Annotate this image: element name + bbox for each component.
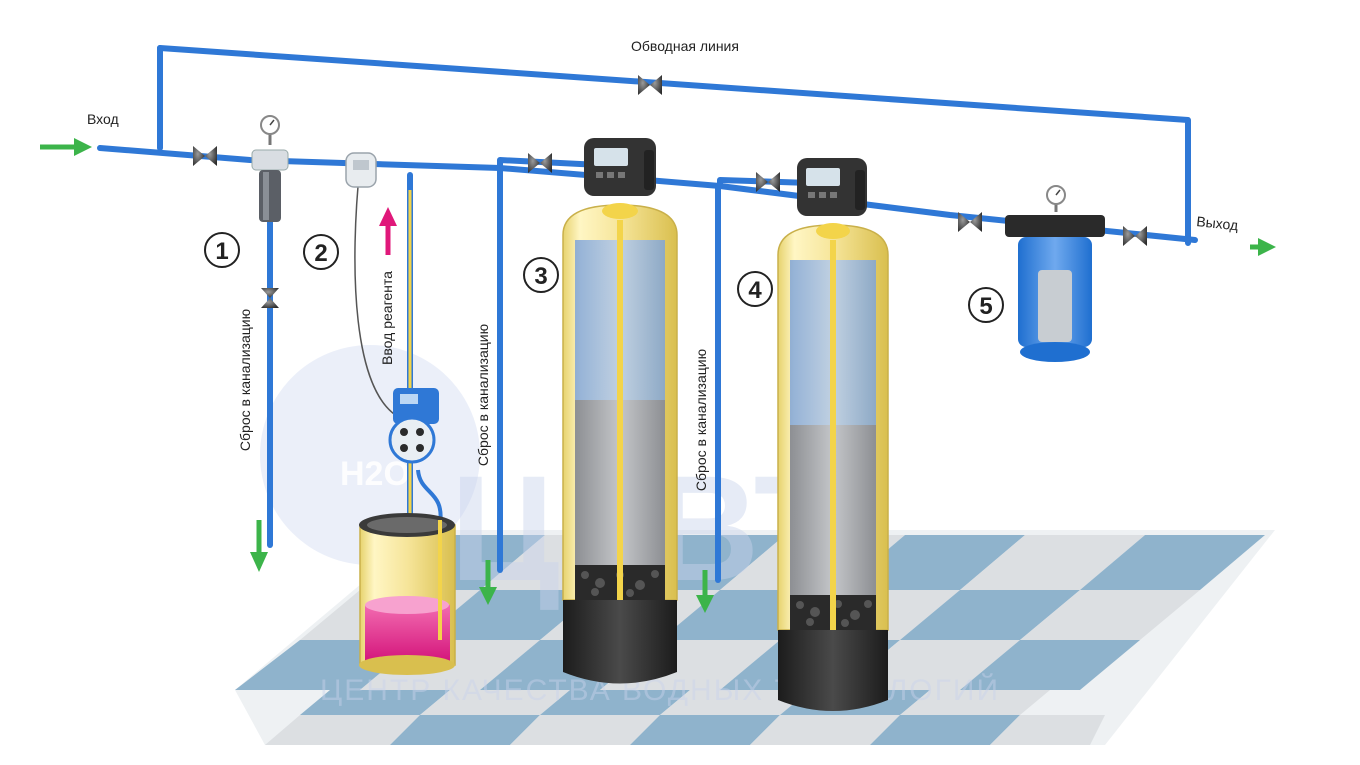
outlet-label: Выход bbox=[1196, 213, 1239, 233]
drain-arrow-1-icon bbox=[250, 520, 268, 572]
drain-arrow-3-icon bbox=[696, 570, 714, 613]
drain-label-3: Сброс в канализацию bbox=[693, 349, 709, 491]
reagent-input-label: Ввод реагента bbox=[379, 271, 395, 365]
svg-text:5: 5 bbox=[979, 293, 992, 320]
valve-tank-4 bbox=[756, 172, 780, 192]
valve-bypass bbox=[638, 75, 662, 95]
drain-label-2: Сброс в канализацию bbox=[475, 324, 491, 466]
watermark-h2o: H2O bbox=[340, 455, 410, 493]
badge-2: 2 bbox=[303, 234, 339, 270]
inlet-label: Вход bbox=[87, 111, 119, 127]
component-1-mechanical-filter bbox=[251, 115, 289, 222]
valve-tank-3 bbox=[528, 153, 552, 173]
badge-4: 4 bbox=[737, 271, 773, 307]
valve-drain-1 bbox=[261, 288, 279, 308]
reagent-liquid bbox=[365, 605, 450, 663]
drain-arrow-2-icon bbox=[479, 560, 497, 605]
component-3-filter-tank bbox=[562, 138, 678, 684]
watermark-tagline: ЦЕНТР КАЧЕСТВА ВОДНЫХ ТЕХНОЛОГИЙ bbox=[320, 673, 1000, 707]
component-2-dosing-station bbox=[345, 152, 456, 675]
badge-5: 5 bbox=[968, 287, 1004, 323]
valve-filter-in bbox=[958, 212, 982, 232]
meter-signal-cable bbox=[354, 164, 406, 421]
svg-text:1: 1 bbox=[215, 238, 228, 265]
svg-text:3: 3 bbox=[534, 263, 547, 290]
reagent-arrow-icon bbox=[379, 207, 397, 255]
pump-outlet-hose bbox=[416, 469, 443, 526]
valve-inlet bbox=[193, 146, 217, 166]
control-valve-head-3 bbox=[584, 138, 656, 196]
bypass-label: Обводная линия bbox=[631, 38, 739, 54]
number-badges: 1 2 3 4 5 bbox=[204, 232, 1004, 323]
component-4-filter-tank bbox=[777, 158, 889, 711]
badge-3: 3 bbox=[523, 257, 559, 293]
reagent-tank bbox=[359, 513, 456, 675]
labels: Обводная линия Вход Выход Ввод реагента … bbox=[87, 38, 1239, 491]
inlet-arrow-icon bbox=[40, 138, 92, 156]
dosing-pump bbox=[388, 388, 439, 464]
valves bbox=[193, 75, 1147, 308]
flow-arrows bbox=[40, 138, 1276, 613]
drain-label-1: Сброс в канализацию bbox=[237, 309, 253, 451]
valve-filter-out bbox=[1123, 226, 1147, 246]
flow-meter bbox=[345, 152, 377, 188]
svg-text:4: 4 bbox=[748, 277, 762, 304]
bypass-pipe bbox=[157, 45, 1191, 246]
outlet-arrow-icon bbox=[1250, 238, 1276, 256]
svg-text:2: 2 bbox=[314, 240, 327, 267]
control-valve-head-4 bbox=[797, 158, 867, 216]
component-5-cartridge-filter bbox=[1005, 185, 1105, 362]
badge-1: 1 bbox=[204, 232, 240, 268]
